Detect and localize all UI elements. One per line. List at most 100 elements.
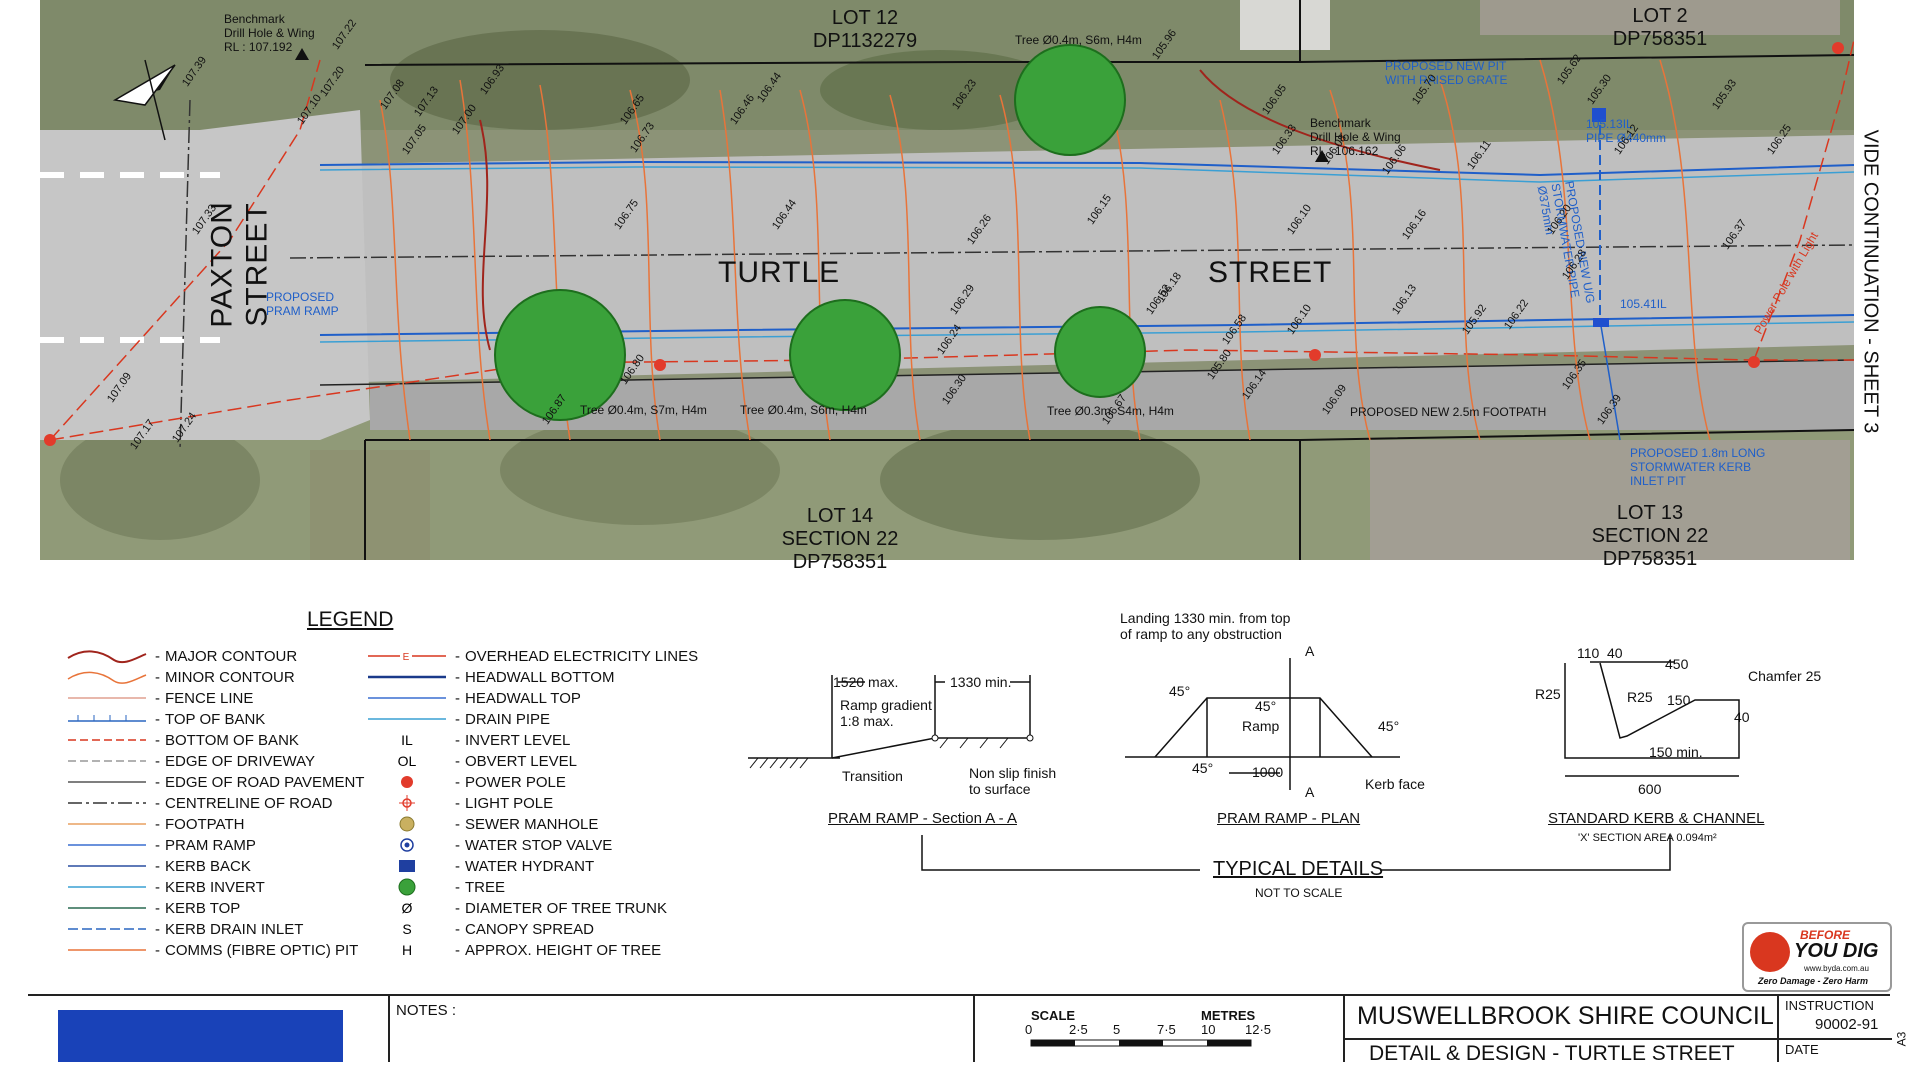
sheet-size: A3 <box>1894 1031 1909 1047</box>
date-label: DATE <box>1785 1042 1819 1057</box>
legend-label: EDGE OF ROAD PAVEMENT <box>165 773 365 791</box>
ramp-width-dim: 1000 <box>1252 764 1284 780</box>
legend-item: -KERB TOP <box>64 898 240 918</box>
bottom-of-bank-icon <box>64 730 150 750</box>
street-name-street: STREET <box>1208 256 1333 289</box>
drawing-title: DETAIL & DESIGN - TURTLE STREET <box>1369 1042 1735 1065</box>
legend-item: -KERB BACK <box>64 856 251 876</box>
legend-title: LEGEND <box>307 608 394 631</box>
legend-label: FOOTPATH <box>165 815 245 833</box>
power-pole-icon <box>364 772 450 792</box>
dbyd-web: www.byda.com.au <box>1804 964 1869 973</box>
section-max-dim: 1520 max. <box>833 674 899 690</box>
legend-item: -KERB DRAIN INLET <box>64 919 303 939</box>
legend-item: -EDGE OF ROAD PAVEMENT <box>64 772 364 792</box>
kerb-r25-b: R25 <box>1627 689 1653 705</box>
edge-of-driveway-icon <box>64 751 150 771</box>
council-cell: MUSWELLBROOK SHIRE COUNCIL DETAIL & DESI… <box>1343 996 1805 1065</box>
water-stop-valve-icon <box>364 835 450 855</box>
plan-angle-1: 45° <box>1169 683 1191 699</box>
obvert-level-icon: OL <box>364 751 450 771</box>
not-to-scale-note: NOT TO SCALE <box>1255 886 1343 900</box>
water-hydrant-icon <box>364 856 450 876</box>
dbyd-tagline: Zero Damage - Zero Harm <box>1758 976 1869 986</box>
headwall-top-icon <box>364 688 450 708</box>
ramp-label: Ramp <box>1242 718 1280 734</box>
section-marker-a-bottom: A <box>1305 784 1315 800</box>
pram-ramp-icon <box>64 835 150 855</box>
sewer-manhole-icon <box>364 814 450 834</box>
kerb-drain-inlet-icon <box>64 919 150 939</box>
kerb-dim-450: 450 <box>1665 656 1689 672</box>
legend-label: CENTRELINE OF ROAD <box>165 794 333 812</box>
legend-symbol-text: S <box>364 919 450 939</box>
major-contour-icon <box>64 646 150 666</box>
scale-tick-label: 5 <box>1113 1022 1121 1037</box>
svg-text:H: H <box>402 942 412 958</box>
legend-item: -WATER STOP VALVE <box>364 835 612 855</box>
legend-label: KERB BACK <box>165 857 251 875</box>
legend-label: EDGE OF DRIVEWAY <box>165 752 316 770</box>
legend-label: PRAM RAMP <box>165 836 256 854</box>
legend-item: IL-INVERT LEVEL <box>364 730 570 750</box>
legend-item: -POWER POLE <box>364 772 566 792</box>
tree-note-1: Tree Ø0.4m, S7m, H4m <box>580 403 707 417</box>
council-name: MUSWELLBROOK SHIRE COUNCIL <box>1357 1002 1774 1030</box>
invert-level-icon: IL <box>364 730 450 750</box>
instruction-number: 90002-91 <box>1815 1016 1879 1033</box>
legend-label: TREE <box>465 878 506 896</box>
legend-item: -LIGHT POLE <box>364 793 553 813</box>
tree-note-2: Tree Ø0.4m, S6m, H4m <box>740 403 867 417</box>
legend-label: KERB DRAIN INLET <box>165 920 304 938</box>
legend-label: DIAMETER OF TREE TRUNK <box>465 899 667 917</box>
scale-tick-label: 0 <box>1025 1022 1033 1037</box>
legend-label: SEWER MANHOLE <box>465 815 599 833</box>
legend-item: -CENTRELINE OF ROAD <box>64 793 333 813</box>
kerb-top-icon <box>64 898 150 918</box>
plan-detail-title: PRAM RAMP - PLAN <box>1217 810 1361 827</box>
legend-label: APPROX. HEIGHT OF TREE <box>465 941 662 959</box>
scale-tick-label: 10 <box>1201 1022 1216 1037</box>
legend-item: -HEADWALL TOP <box>364 688 581 708</box>
legend-item: E-OVERHEAD ELECTRICITY LINES <box>364 646 698 666</box>
kerb-dim-600: 600 <box>1638 781 1662 797</box>
plan-angle-2: 45° <box>1255 698 1277 714</box>
kerb-r25-a: R25 <box>1535 686 1561 702</box>
street-name-turtle: TURTLE <box>718 256 841 289</box>
centreline-icon <box>64 793 150 813</box>
legend-item: -FOOTPATH <box>64 814 244 834</box>
legend-item: -MINOR CONTOUR <box>64 667 295 687</box>
kerb-dim-150min: 150 min. <box>1649 744 1703 760</box>
notes-label: NOTES : <box>396 1002 457 1019</box>
scale-tick-label: 7·5 <box>1157 1022 1176 1037</box>
svg-text:IL: IL <box>401 732 413 748</box>
before-you-dig-badge: BEFORE YOU DIG www.byda.com.au Zero Dama… <box>1742 922 1892 992</box>
plan-angle-4: 45° <box>1192 760 1214 776</box>
typical-details-title: TYPICAL DETAILS <box>1213 858 1384 880</box>
legend-label: INVERT LEVEL <box>465 731 571 749</box>
svg-text:OL: OL <box>398 753 417 769</box>
kerb-detail-title: STANDARD KERB & CHANNEL <box>1548 810 1765 827</box>
kerb-dim-40: 40 <box>1607 645 1623 661</box>
light-pole-icon <box>364 793 450 813</box>
metres-label: METRES <box>1201 1008 1256 1023</box>
minor-contour-icon <box>64 667 150 687</box>
kerb-dim-110: 110 <box>1577 645 1600 661</box>
legend-label: WATER HYDRANT <box>465 857 595 875</box>
kerb-section-area: 'X' SECTION AREA 0.094m² <box>1578 832 1717 844</box>
legend-item: -FENCE LINE <box>64 688 253 708</box>
legend-label: BOTTOM OF BANK <box>165 731 299 749</box>
legend-label: DRAIN PIPE <box>465 710 551 728</box>
svg-text:E: E <box>403 652 410 663</box>
headwall-bottom-icon <box>364 667 450 687</box>
legend-label: OVERHEAD ELECTRICITY LINES <box>465 647 699 665</box>
legend-label: WATER STOP VALVE <box>465 836 613 854</box>
